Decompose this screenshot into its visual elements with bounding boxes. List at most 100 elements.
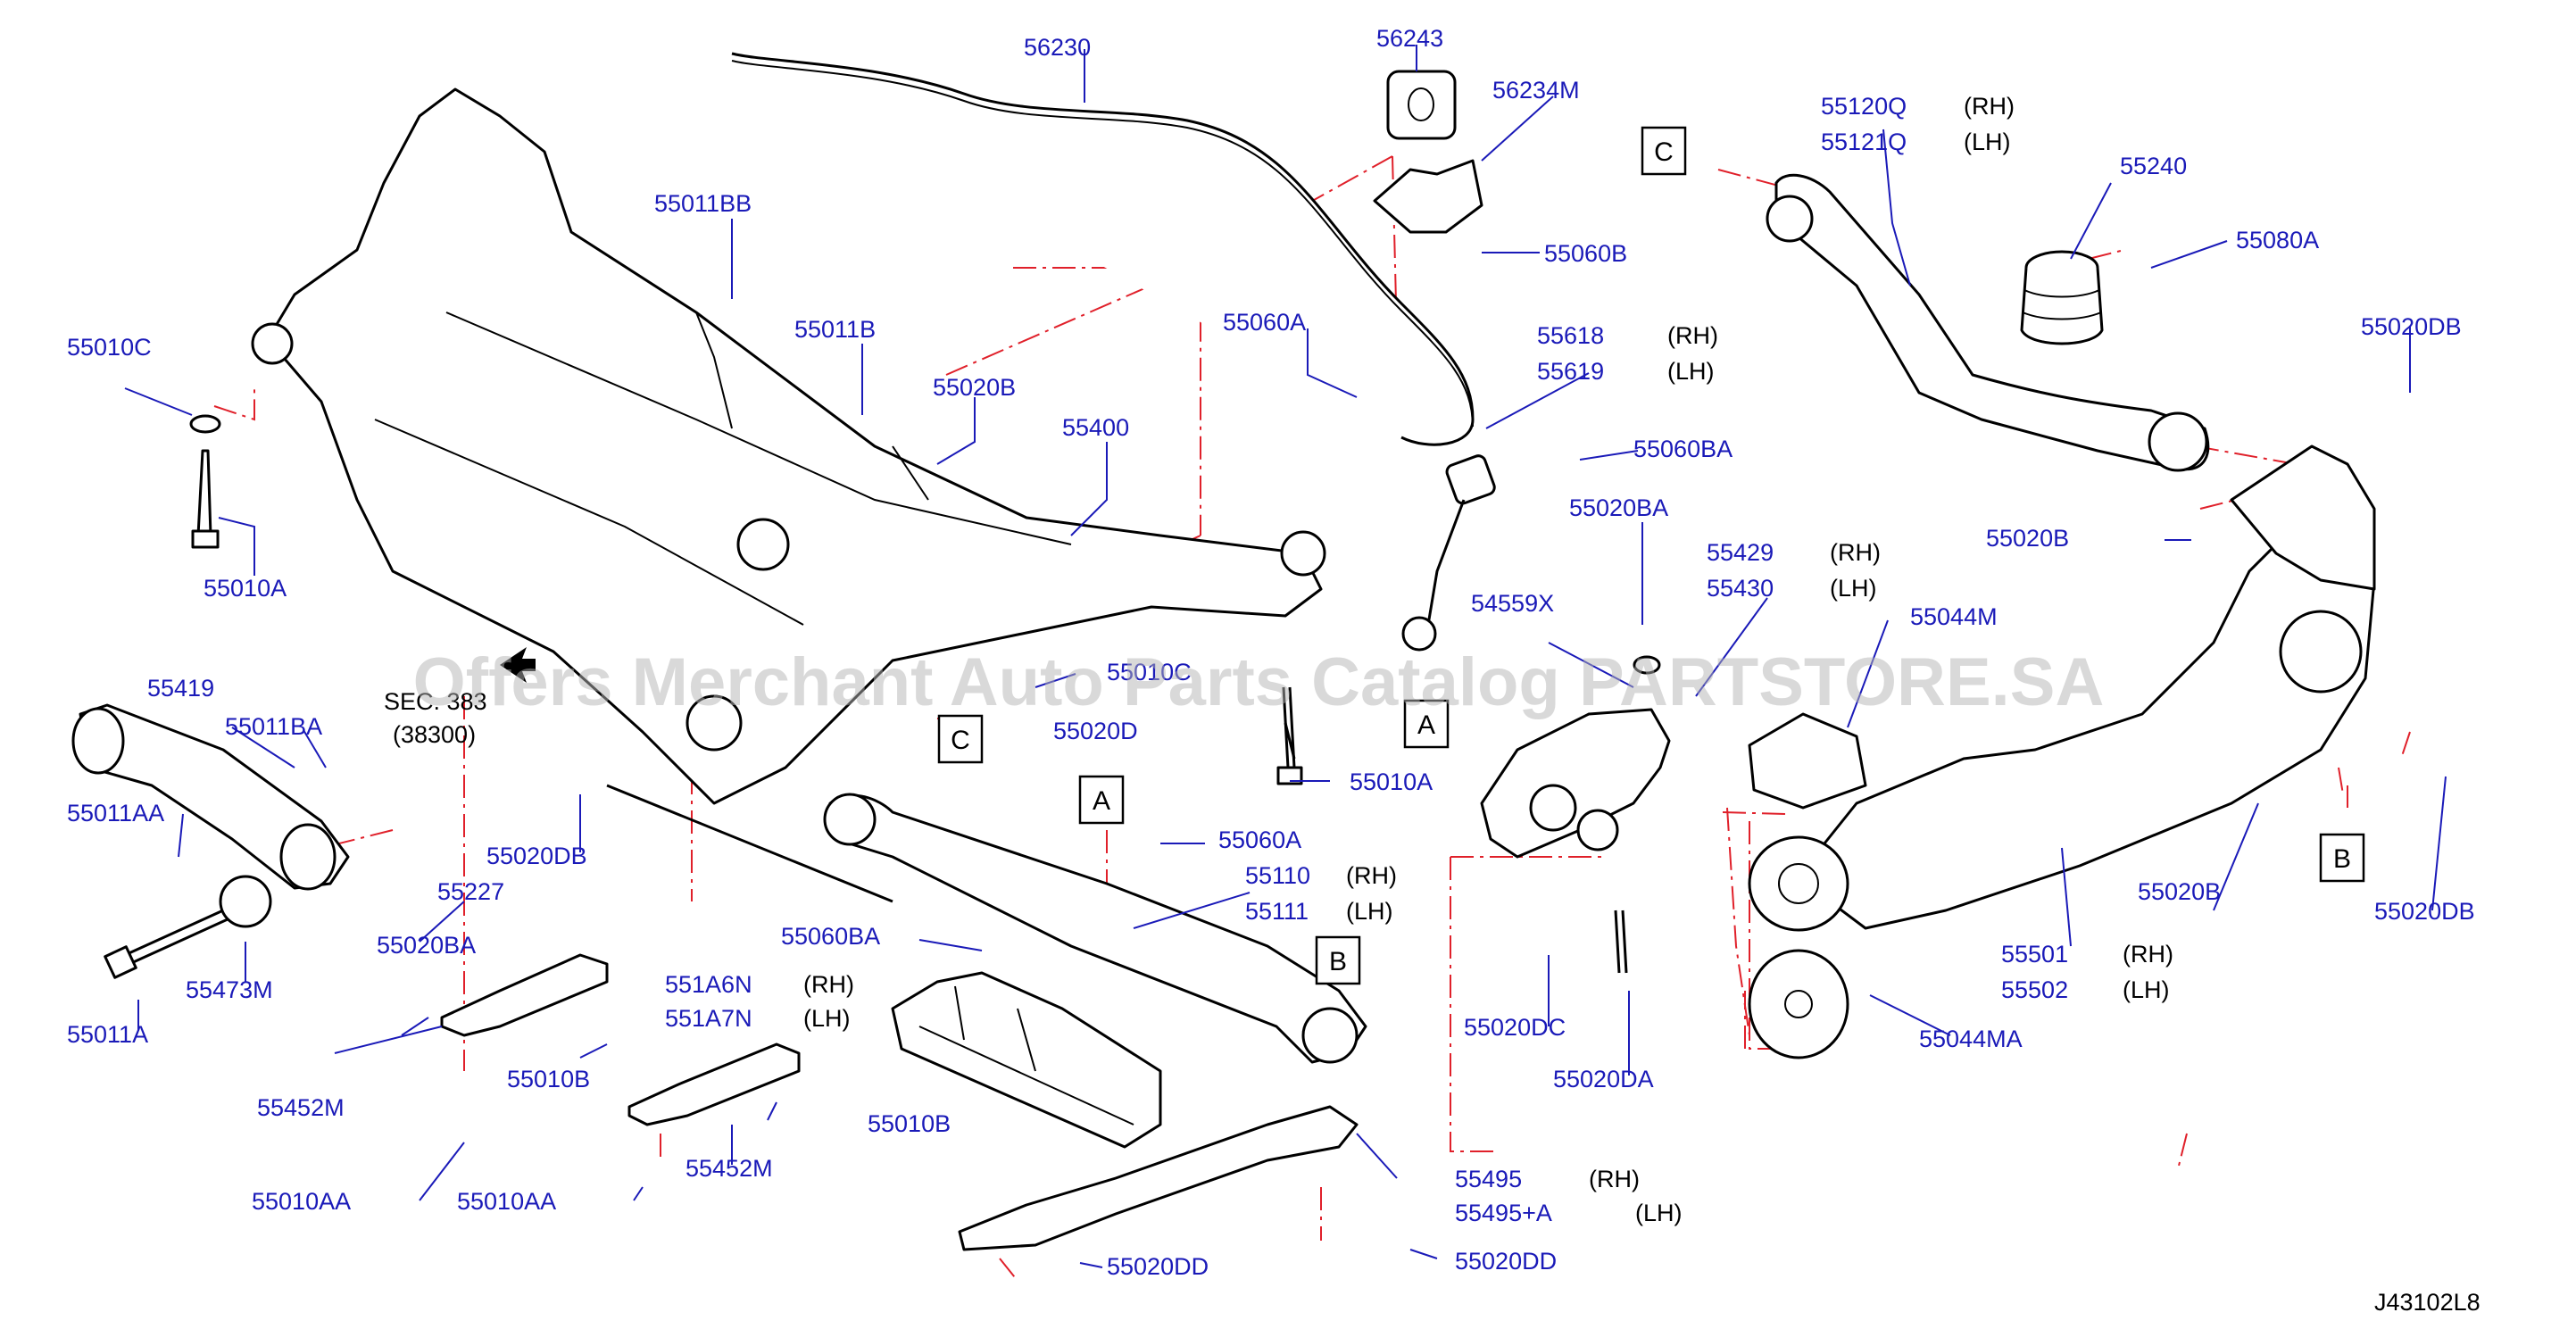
part-label: 55240	[2120, 153, 2187, 179]
part-label: 55502	[2001, 976, 2068, 1003]
part-label: 55400	[1062, 414, 1129, 441]
part-label: 55020BA	[1569, 494, 1668, 521]
diagram-id: J43102L8	[2374, 1289, 2480, 1316]
side-label: (LH)	[1667, 358, 1715, 385]
svg-text:B: B	[2333, 844, 2351, 874]
part-label: 55495	[1455, 1166, 1522, 1192]
part-label: 55010A	[1350, 768, 1433, 795]
part-label: 55060B	[1544, 240, 1627, 267]
part-label: 55011BA	[225, 713, 322, 740]
upper-link	[1766, 173, 2210, 472]
side-label: (LH)	[1830, 575, 1877, 602]
part-label: 55010AA	[457, 1188, 556, 1215]
radius-rod	[1480, 708, 1671, 859]
part-label: 55060BA	[781, 923, 880, 950]
side-label: (RH)	[1964, 93, 2015, 120]
part-label: 55495+A	[1455, 1200, 1552, 1226]
side-label: (RH)	[1667, 322, 1718, 349]
part-label: 55010A	[204, 575, 287, 602]
part-label: 55227	[437, 878, 504, 905]
brackets	[440, 953, 801, 1126]
side-label: (LH)	[2123, 976, 2170, 1003]
svg-text:C: C	[1654, 137, 1674, 167]
part-label: 55020DA	[1553, 1066, 1654, 1092]
part-label: 56234M	[1492, 77, 1580, 104]
part-label: 55044MA	[1919, 1026, 2023, 1052]
arrow-icon	[500, 647, 536, 683]
svg-text:B: B	[1329, 947, 1347, 976]
part-label: 55452M	[686, 1155, 773, 1182]
spring-lower-seat	[891, 971, 1162, 1149]
part-label: 55452M	[257, 1094, 345, 1121]
part-label: 55010B	[868, 1110, 951, 1137]
bump-stopper	[2020, 250, 2104, 345]
lower-arm	[823, 793, 1367, 1064]
part-label: 55011BB	[654, 190, 752, 217]
stabilizer-bar	[731, 52, 1475, 446]
part-label: 55020BA	[377, 932, 476, 959]
spring-seats	[1748, 712, 1867, 1059]
part-label: 55010C	[67, 334, 152, 361]
suspension-member	[251, 87, 1326, 805]
part-label: 56243	[1376, 25, 1443, 52]
part-label: 55020DB	[2361, 313, 2462, 340]
part-label: 55011A	[67, 1021, 148, 1048]
part-label: 55010C	[1107, 659, 1192, 685]
part-label: 55619	[1537, 358, 1604, 385]
part-label: 55080A	[2236, 227, 2319, 253]
callout-c-upper: C	[1641, 126, 1687, 176]
part-label: 55010B	[507, 1066, 590, 1092]
part-label: 55010AA	[252, 1188, 351, 1215]
svg-text:A: A	[1093, 786, 1110, 816]
part-label: 55120Q	[1821, 93, 1907, 120]
part-label: 55020DB	[486, 843, 587, 869]
side-label: (LH)	[1346, 898, 1393, 925]
rear-lower-link-front	[71, 703, 350, 891]
part-label: 56230	[1024, 34, 1091, 61]
stabilizer-link	[1401, 454, 1496, 652]
leader-lines	[124, 45, 2447, 1268]
part-label: 55044M	[1910, 603, 1998, 630]
section-reference: SEC. 383 (38300)	[384, 647, 536, 748]
side-label: (RH)	[803, 971, 854, 998]
part-label: 55419	[147, 675, 214, 702]
callout-b-arm: B	[1315, 935, 1361, 985]
part-labels: 56230 56243 56234M 55011BB 55060B 55060A…	[67, 25, 2475, 1280]
part-label: 55020B	[1986, 525, 2069, 552]
part-label: 55020DB	[2374, 898, 2475, 925]
side-label: (LH)	[1635, 1200, 1683, 1226]
part-label: 55020DC	[1464, 1014, 1566, 1041]
side-label: (LH)	[1964, 129, 2011, 155]
callout-b-housing: B	[2319, 833, 2365, 883]
section-ref-line2: (38300)	[393, 721, 476, 748]
part-label: 55020DD	[1107, 1253, 1209, 1280]
lateral-link	[958, 1105, 1359, 1251]
side-label: (RH)	[1830, 539, 1881, 566]
section-ref-line1: SEC. 383	[384, 688, 487, 715]
part-label: 55110	[1245, 862, 1310, 889]
part-label: 55473M	[186, 976, 273, 1003]
part-label: 55501	[2001, 941, 2068, 968]
side-label: (RH)	[2123, 941, 2173, 968]
part-label: 55121Q	[1821, 129, 1907, 155]
part-label: 55020D	[1053, 718, 1138, 744]
svg-text:A: A	[1417, 710, 1435, 740]
part-label: 55060A	[1218, 826, 1301, 853]
part-label: 55020B	[933, 374, 1016, 401]
side-label: (RH)	[1589, 1166, 1640, 1192]
part-label: 55020DD	[1455, 1248, 1557, 1275]
svg-text:C: C	[951, 726, 970, 755]
side-label: (LH)	[803, 1005, 851, 1032]
callouts: C A C A B B	[937, 126, 2365, 985]
axle-housing	[1819, 444, 2376, 930]
bolts	[104, 449, 1628, 979]
callout-c-member: C	[937, 714, 984, 764]
callout-a-arm: A	[1078, 775, 1125, 825]
callout-a-link: A	[1403, 699, 1450, 749]
part-label: 55430	[1707, 575, 1774, 602]
part-label: 54559X	[1471, 590, 1554, 617]
side-label: (RH)	[1346, 862, 1397, 889]
part-label: 55011AA	[67, 800, 164, 826]
